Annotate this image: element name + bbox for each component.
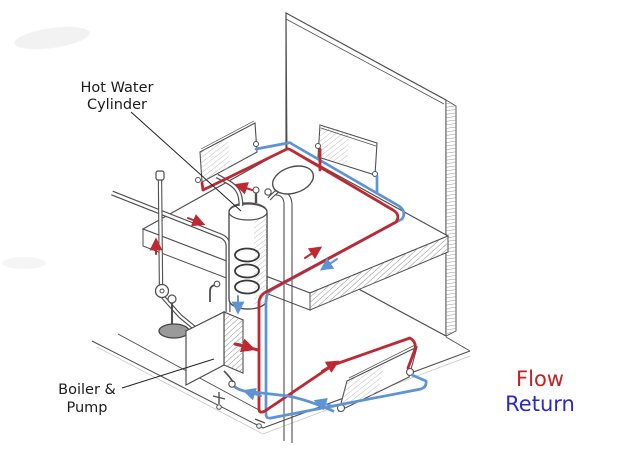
heating-coil bbox=[234, 247, 260, 295]
flow-arrow bbox=[304, 246, 323, 260]
leader-boiler-pump bbox=[121, 358, 215, 389]
cold-feed-drop-pipes bbox=[275, 190, 293, 443]
label-boiler-pump-line1: Boiler & bbox=[58, 382, 116, 398]
feed-pipe bbox=[111, 190, 231, 312]
valve-stub bbox=[209, 280, 221, 302]
flow-arrows bbox=[149, 182, 340, 373]
vent-pipe bbox=[155, 170, 199, 332]
radiator-upstairs-left bbox=[195, 120, 259, 183]
flow-arrow bbox=[236, 338, 256, 353]
flow-pipe-upstairs bbox=[200, 147, 417, 414]
flow-arrow bbox=[321, 360, 340, 373]
label-boiler-pump-line2: Pump bbox=[66, 400, 107, 416]
flow-arrow bbox=[187, 214, 206, 227]
label-hot-water-cylinder-line1: Hot Water bbox=[81, 80, 154, 96]
boiler bbox=[184, 311, 266, 429]
label-hot-water-cylinder-line2: Cylinder bbox=[87, 97, 147, 113]
flow-arrow bbox=[234, 182, 253, 195]
float-ball bbox=[167, 294, 177, 304]
hot-water-cylinder bbox=[215, 173, 268, 310]
legend: Flow Return bbox=[505, 367, 575, 416]
return-pipe-upstairs bbox=[254, 141, 428, 420]
float-valve bbox=[264, 165, 315, 201]
legend-flow: Flow bbox=[516, 367, 564, 391]
radiator-bracket bbox=[315, 143, 321, 149]
return-pipe-downstairs bbox=[228, 380, 335, 413]
feed-tank bbox=[158, 294, 190, 339]
return-arrows bbox=[231, 257, 338, 411]
radiator-bracket bbox=[195, 177, 201, 183]
cylinder-top-stub bbox=[252, 186, 260, 203]
radiator-bracket bbox=[253, 141, 259, 147]
legend-return: Return bbox=[505, 392, 575, 416]
gate-valve bbox=[154, 283, 170, 299]
return-arrow bbox=[319, 257, 338, 271]
pencil-smudges bbox=[2, 26, 90, 269]
floor-tap bbox=[254, 418, 266, 429]
return-arrow bbox=[313, 397, 333, 411]
air-vent-cap bbox=[155, 170, 165, 181]
leader-hot-water-cylinder bbox=[130, 111, 242, 212]
drain-cock bbox=[212, 392, 226, 410]
radiator-downstairs bbox=[336, 344, 418, 413]
return-arrow bbox=[242, 387, 262, 401]
radiator-upstairs-right bbox=[315, 124, 378, 177]
